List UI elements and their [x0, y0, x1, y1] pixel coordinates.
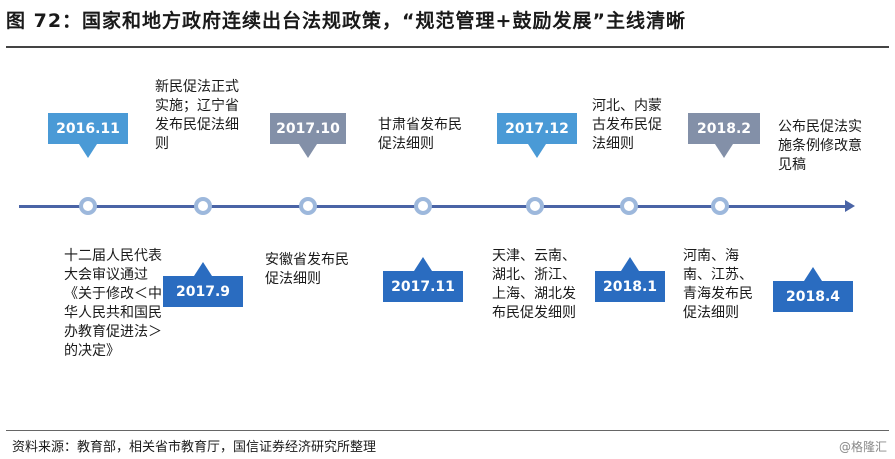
event-text-2018-4: 公布民促法实施条例修改意见稿 [778, 119, 862, 173]
event-text-2017-10: 安徽省发布民促法细则 [265, 252, 349, 287]
timeline-node [79, 197, 97, 215]
figure-title: 图 72：国家和地方政府连续出台法规政策，“规范管理+鼓励发展”主线清晰 [6, 10, 686, 32]
date-box-2018-1: 2018.1 [595, 257, 665, 302]
date-box-2017-12: 2017.12 [497, 113, 577, 158]
timeline-axis [19, 205, 848, 208]
timeline-node [620, 197, 638, 215]
timeline-node [414, 197, 432, 215]
timeline-node [194, 197, 212, 215]
date-box-2017-10: 2017.10 [270, 113, 346, 158]
date-box-2018-2: 2018.2 [688, 113, 760, 158]
footer-divider [6, 430, 889, 431]
event-text-2017-11: 甘肃省发布民促法细则 [378, 117, 462, 152]
timeline-arrow-icon [845, 200, 855, 212]
event-text-2017-12: 天津、云南、湖北、浙江、上海、湖北发布民促发细则 [492, 248, 576, 321]
event-text-2018-2: 河南、海南、江苏、青海发布民促法细则 [683, 248, 753, 321]
event-text-2018-1: 河北、内蒙古发布民促法细则 [592, 98, 662, 152]
source-note: 资料来源：教育部，相关省市教育厅，国信证券经济研究所整理 [12, 440, 377, 455]
date-box-2017-11: 2017.11 [383, 257, 463, 302]
title-divider [6, 46, 889, 48]
timeline-node [299, 197, 317, 215]
event-text-2017-9: 新民促法正式实施；辽宁省发布民促法细则 [155, 79, 239, 152]
date-box-2018-4: 2018.4 [773, 267, 853, 312]
event-text-2016-11: 十二届人民代表大会审议通过《关于修改＜中华人民共和国民办教育促进法＞的决定》 [64, 248, 162, 359]
watermark: @格隆汇 [838, 440, 887, 454]
timeline-node [526, 197, 544, 215]
date-box-2016-11: 2016.11 [48, 113, 128, 158]
timeline-node [711, 197, 729, 215]
date-box-2017-9: 2017.9 [163, 262, 243, 307]
